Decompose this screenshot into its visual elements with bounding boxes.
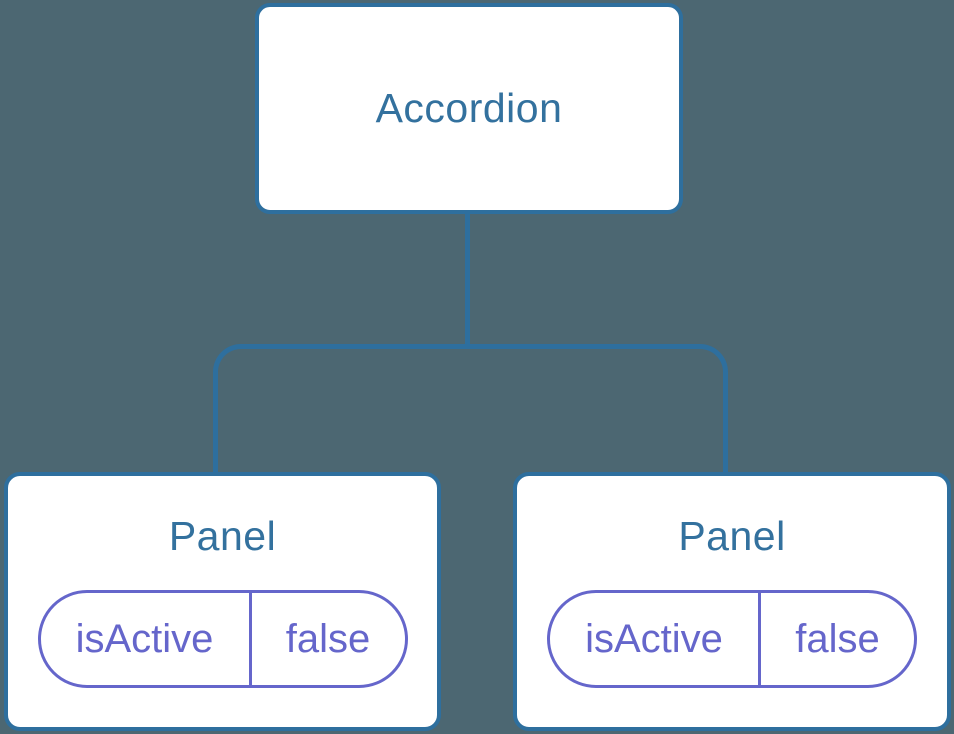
connector-branch: [213, 344, 728, 472]
accordion-node-label: Accordion: [375, 85, 563, 131]
state-value: false: [285, 616, 371, 661]
state-pill: isActive false: [37, 590, 408, 688]
panel-node-label: Panel: [678, 513, 786, 559]
tree-node-panel-left: Panel isActive false: [4, 472, 441, 731]
state-pill: isActive false: [547, 590, 917, 688]
state-value: false: [795, 616, 880, 661]
state-name: isActive: [41, 593, 252, 685]
tree-node-accordion: Accordion: [255, 3, 683, 214]
connector-stem: [465, 212, 470, 349]
panel-node-label: Panel: [168, 513, 277, 559]
tree-node-panel-right: Panel isActive false: [513, 472, 951, 731]
state-name: isActive: [550, 593, 761, 685]
